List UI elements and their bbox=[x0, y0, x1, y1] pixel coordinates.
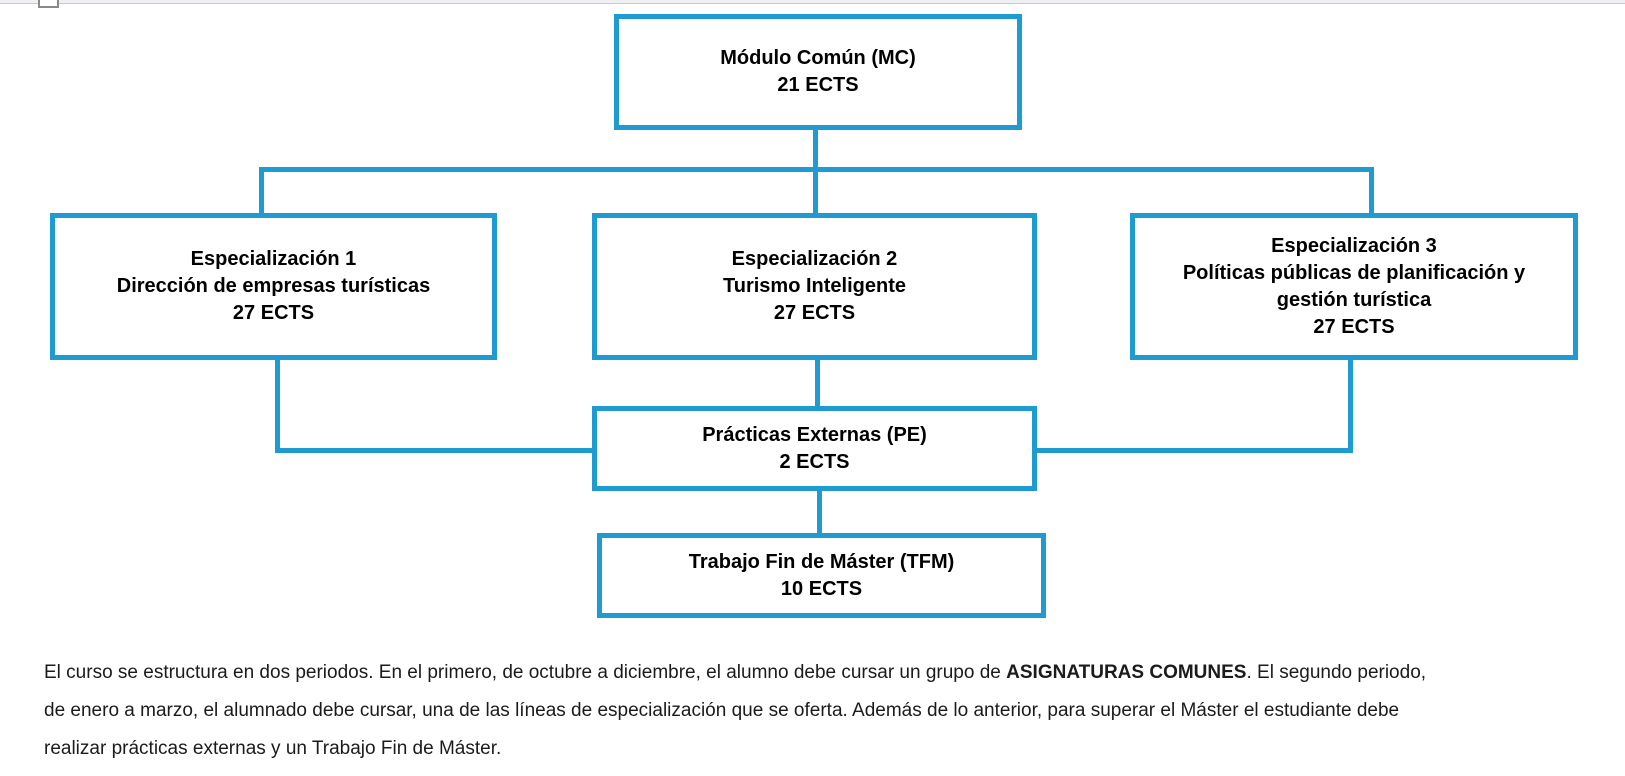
connector-esp1-to-pe-vertical bbox=[275, 358, 280, 453]
connector-esp1-to-pe-horizontal bbox=[275, 448, 595, 453]
connector-drop-esp3 bbox=[1369, 167, 1374, 215]
course-structure-paragraph: El curso se estructura en dos periodos. … bbox=[44, 654, 1604, 768]
node-title: Especialización 1 bbox=[190, 248, 357, 270]
node-ects: 27 ECTS bbox=[232, 302, 315, 324]
node-subtitle: Turismo Inteligente bbox=[723, 275, 906, 297]
connector-drop-esp2 bbox=[813, 167, 818, 215]
node-title: Prácticas Externas (PE) bbox=[702, 423, 927, 446]
node-especializacion-3: Especialización 3 Políticas públicas de … bbox=[1130, 213, 1578, 360]
paragraph-line-1: El curso se estructura en dos periodos. … bbox=[44, 654, 1604, 692]
node-title: Módulo Común (MC) bbox=[720, 47, 916, 69]
cropped-toolbar-box bbox=[38, 0, 59, 8]
node-especializacion-1: Especialización 1 Dirección de empresas … bbox=[50, 213, 497, 360]
node-ects: 10 ECTS bbox=[780, 577, 863, 600]
paragraph-line-2: de enero a marzo, el alumnado debe cursa… bbox=[44, 700, 1400, 721]
node-ects: 27 ECTS bbox=[773, 302, 856, 324]
node-modulo-comun: Módulo Común (MC) 21 ECTS bbox=[614, 14, 1022, 130]
node-trabajo-fin-master: Trabajo Fin de Máster (TFM) 10 ECTS bbox=[597, 533, 1046, 618]
connector-esp3-to-pe-horizontal bbox=[1035, 448, 1353, 453]
node-title: Trabajo Fin de Máster (TFM) bbox=[688, 550, 955, 573]
connector-esp2-to-pe bbox=[815, 358, 820, 408]
connector-esp3-to-pe-vertical bbox=[1348, 358, 1353, 453]
connector-pe-to-tfm bbox=[817, 489, 822, 535]
top-window-edge bbox=[0, 0, 1625, 4]
node-ects: 21 ECTS bbox=[777, 74, 859, 96]
node-practicas-externas: Prácticas Externas (PE) 2 ECTS bbox=[592, 406, 1037, 491]
node-ects: 2 ECTS bbox=[779, 450, 850, 473]
connector-mc-stub bbox=[813, 128, 818, 172]
paragraph-bold-text: ASIGNATURAS COMUNES bbox=[1006, 662, 1247, 683]
node-title: Especialización 3 bbox=[1271, 234, 1437, 257]
node-subtitle: Dirección de empresas turísticas bbox=[116, 275, 431, 297]
paragraph-line-3: realizar prácticas externas y un Trabajo… bbox=[44, 738, 502, 759]
connector-drop-esp1 bbox=[259, 167, 264, 215]
node-title: Especialización 2 bbox=[731, 248, 898, 270]
node-especializacion-2: Especialización 2 Turismo Inteligente 27… bbox=[592, 213, 1037, 360]
node-subtitle: Políticas públicas de planificación y ge… bbox=[1182, 261, 1526, 311]
paragraph-text: . El segundo periodo, bbox=[1246, 662, 1427, 683]
node-ects: 27 ECTS bbox=[1313, 315, 1395, 338]
paragraph-text: El curso se estructura en dos periodos. … bbox=[44, 662, 1007, 683]
